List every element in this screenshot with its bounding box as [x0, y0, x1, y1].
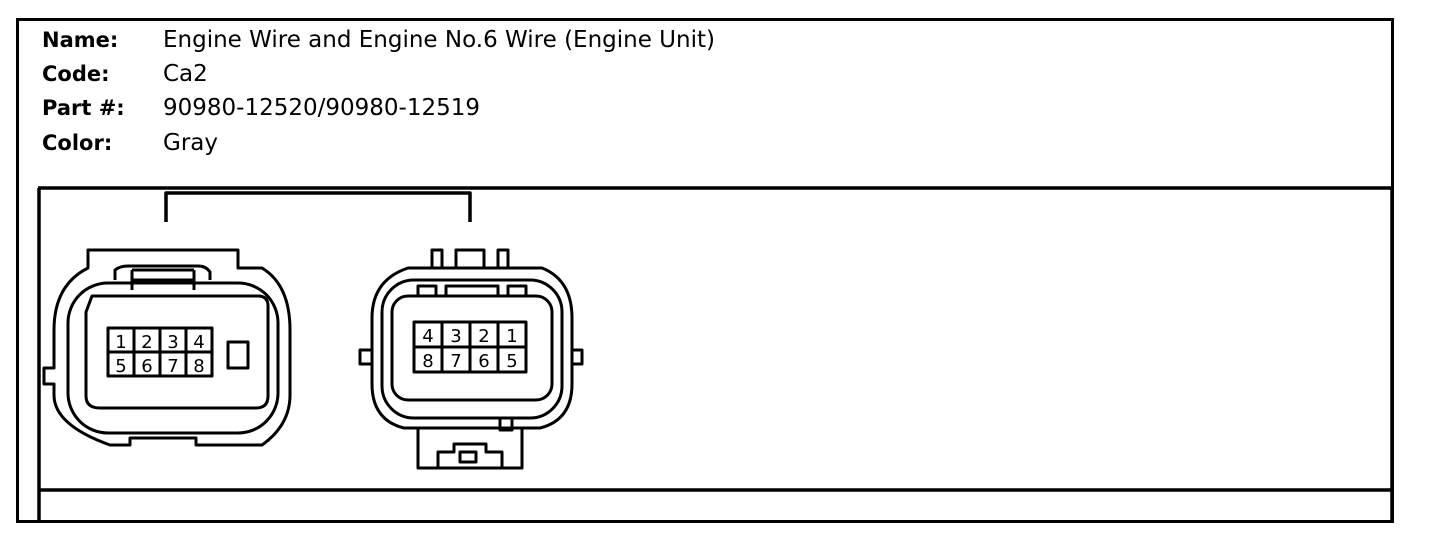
right-pin-label: 6 [478, 351, 489, 372]
right-pin-label: 1 [506, 326, 517, 347]
color-value: Gray [163, 130, 218, 156]
code-label: Code: [42, 62, 110, 86]
right-connector [358, 248, 584, 470]
left-pin-label: 7 [167, 356, 178, 377]
left-pin-label: 4 [193, 332, 204, 353]
right-pin-label: 3 [450, 326, 461, 347]
right-pin-label: 2 [478, 326, 489, 347]
name-label: Name: [42, 28, 119, 52]
part-label: Part #: [42, 96, 125, 120]
left-pin-label: 8 [193, 356, 204, 377]
color-label: Color: [42, 131, 113, 155]
right-pin-label: 4 [422, 326, 433, 347]
diagram-inner-box [37, 186, 1394, 523]
part-value: 90980-12520/90980-12519 [163, 95, 481, 121]
name-value: Engine Wire and Engine No.6 Wire (Engine… [163, 27, 715, 53]
left-pin-label: 1 [115, 332, 126, 353]
right-pin-label: 7 [450, 351, 461, 372]
right-pin-label: 8 [422, 351, 433, 372]
right-connector-pins: 4 3 2 1 8 7 6 5 [422, 326, 517, 372]
left-pin-label: 6 [141, 356, 152, 377]
left-connector-pins: 1 2 3 4 5 6 7 8 [115, 332, 204, 377]
left-pin-label: 2 [141, 332, 152, 353]
left-pin-label: 3 [167, 332, 178, 353]
left-connector [42, 248, 292, 447]
left-pin-label: 5 [115, 356, 126, 377]
code-value: Ca2 [163, 61, 208, 87]
connector-pair-bracket [164, 191, 472, 222]
right-pin-label: 5 [506, 351, 517, 372]
